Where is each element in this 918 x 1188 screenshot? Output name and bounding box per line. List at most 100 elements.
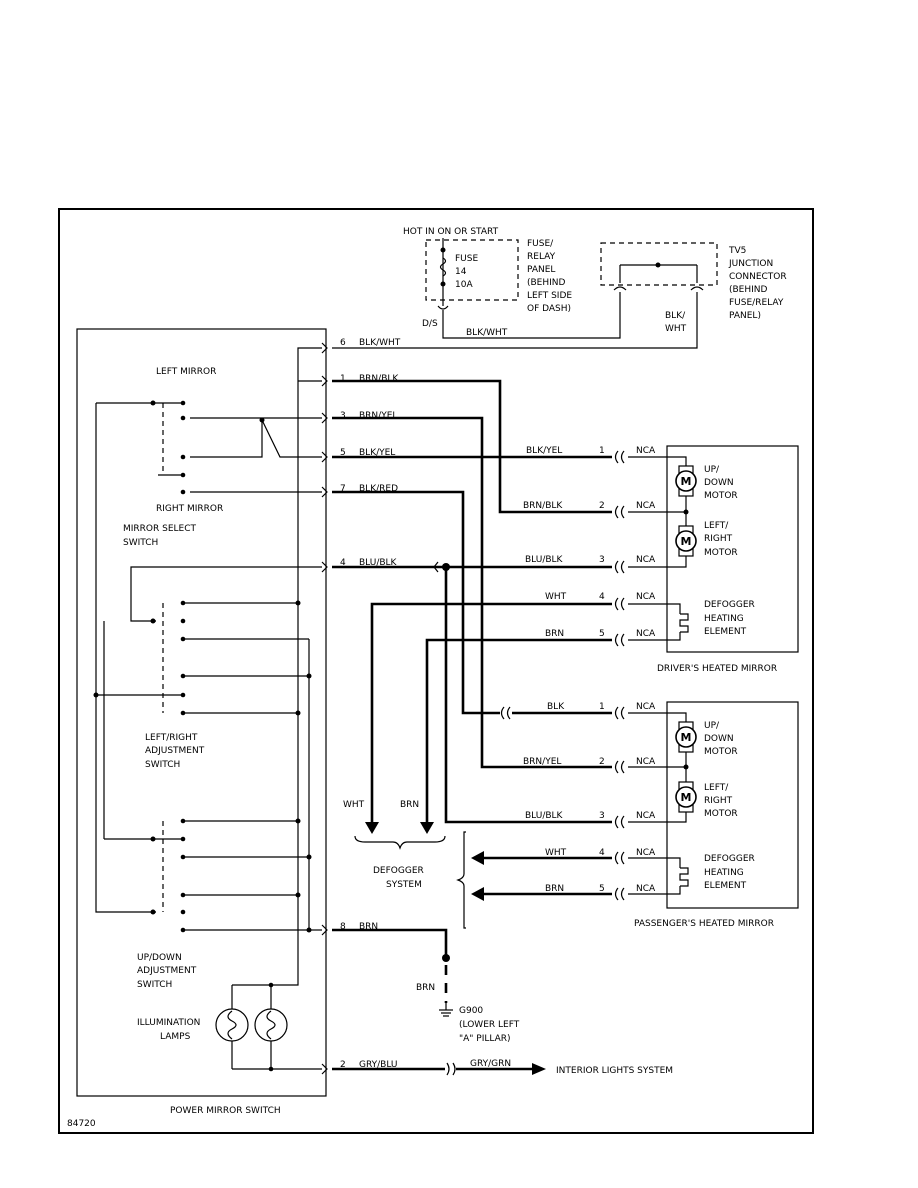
svg-text:ILLUMINATION: ILLUMINATION [137, 1018, 200, 1028]
svg-text:D/S: D/S [422, 319, 438, 329]
switch-connector-pins [321, 342, 328, 1075]
svg-text:SWITCH: SWITCH [123, 538, 158, 548]
svg-text:BRN/BLK: BRN/BLK [523, 501, 563, 511]
svg-text:INTERIOR LIGHTS SYSTEM: INTERIOR LIGHTS SYSTEM [556, 1066, 673, 1076]
svg-text:BRN: BRN [416, 983, 435, 993]
svg-text:HEATING: HEATING [704, 614, 744, 624]
svg-text:BLK/WHT: BLK/WHT [466, 328, 508, 338]
svg-text:DEFOGGER: DEFOGGER [704, 600, 755, 610]
svg-text:5: 5 [599, 884, 605, 894]
svg-text:(BEHIND: (BEHIND [527, 278, 566, 288]
svg-text:MOTOR: MOTOR [704, 548, 738, 558]
svg-text:1: 1 [599, 702, 605, 712]
left-right-adjustment-switch: LEFT/RIGHT ADJUSTMENT SWITCH [145, 600, 312, 770]
svg-text:DEFOGGER: DEFOGGER [373, 866, 424, 876]
drivers-heated-mirror: BLK/YEL BRN/BLK BLU/BLK WHT BRN 1 2 3 4 … [523, 445, 799, 674]
driver-up-down-motor-icon: M [675, 465, 697, 497]
svg-text:OF DASH): OF DASH) [527, 304, 571, 314]
svg-text:BLK/: BLK/ [665, 311, 686, 321]
svg-text:LEFT/: LEFT/ [704, 521, 729, 531]
up-down-adjustment-switch: UP/DOWN ADJUSTMENT SWITCH [137, 639, 312, 990]
svg-text:2: 2 [340, 1060, 346, 1070]
svg-text:BLK/YEL: BLK/YEL [526, 446, 562, 456]
driver-left-right-motor-icon: M [675, 525, 697, 557]
diagram-frame [58, 208, 814, 1134]
svg-text:3: 3 [599, 555, 605, 565]
svg-text:DOWN: DOWN [704, 734, 734, 744]
svg-text:2: 2 [599, 757, 605, 767]
svg-text:PANEL): PANEL) [729, 311, 761, 321]
svg-text:WHT: WHT [343, 800, 365, 810]
svg-text:BRN: BRN [545, 884, 564, 894]
svg-text:8: 8 [340, 922, 346, 932]
passenger-left-right-motor-icon: M [675, 781, 697, 813]
svg-text:RIGHT: RIGHT [704, 796, 733, 806]
power-mirror-switch-box [76, 328, 327, 1097]
mirror-connectors [614, 450, 625, 901]
svg-text:POWER MIRROR SWITCH: POWER MIRROR SWITCH [170, 1106, 281, 1116]
svg-text:LEFT/RIGHT: LEFT/RIGHT [145, 733, 198, 743]
svg-text:84720: 84720 [67, 1119, 96, 1129]
svg-text:G900: G900 [459, 1006, 483, 1016]
svg-text:NCA: NCA [636, 501, 656, 511]
driver-heating-element-icon [679, 613, 689, 633]
svg-text:CONNECTOR: CONNECTOR [729, 272, 787, 282]
svg-text:BLK/RED: BLK/RED [359, 484, 398, 494]
svg-text:1: 1 [599, 446, 605, 456]
svg-text:NCA: NCA [636, 446, 656, 456]
svg-text:ELEMENT: ELEMENT [704, 881, 747, 891]
svg-text:NCA: NCA [636, 629, 656, 639]
svg-text:NCA: NCA [636, 884, 656, 894]
svg-text:14: 14 [455, 267, 467, 277]
svg-text:SYSTEM: SYSTEM [386, 880, 422, 890]
svg-text:NCA: NCA [636, 757, 656, 767]
svg-text:MOTOR: MOTOR [704, 491, 738, 501]
svg-text:SWITCH: SWITCH [137, 980, 172, 990]
svg-text:BLK/WHT: BLK/WHT [359, 338, 401, 348]
svg-text:JUNCTION: JUNCTION [728, 259, 773, 269]
svg-text:ELEMENT: ELEMENT [704, 627, 747, 637]
svg-text:BRN: BRN [545, 629, 564, 639]
svg-text:BLK: BLK [547, 702, 565, 712]
svg-text:FUSE/RELAY: FUSE/RELAY [729, 298, 784, 308]
svg-text:GRY/GRN: GRY/GRN [470, 1059, 511, 1069]
svg-text:PASSENGER'S HEATED MIRROR: PASSENGER'S HEATED MIRROR [634, 919, 774, 929]
svg-text:4: 4 [599, 848, 605, 858]
mirror-select-switch: LEFT MIRROR RIGHT MIRROR MIRROR SELECT S… [123, 367, 223, 548]
svg-text:RIGHT MIRROR: RIGHT MIRROR [156, 504, 223, 514]
svg-text:FUSE: FUSE [455, 254, 478, 264]
svg-text:NCA: NCA [636, 592, 656, 602]
svg-text:BRN/YEL: BRN/YEL [523, 757, 561, 767]
svg-text:10A: 10A [455, 280, 473, 290]
svg-text:4: 4 [340, 558, 346, 568]
svg-text:BRN: BRN [359, 922, 378, 932]
svg-text:UP/DOWN: UP/DOWN [137, 953, 182, 963]
svg-text:NCA: NCA [636, 848, 656, 858]
svg-text:BLU/BLK: BLU/BLK [359, 558, 398, 568]
svg-text:WHT: WHT [545, 592, 567, 602]
svg-text:3: 3 [340, 411, 346, 421]
svg-text:MOTOR: MOTOR [704, 747, 738, 757]
svg-text:BLU/BLK: BLU/BLK [525, 555, 564, 565]
svg-text:WHT: WHT [665, 324, 687, 334]
svg-text:MIRROR SELECT: MIRROR SELECT [123, 524, 197, 534]
svg-text:RIGHT: RIGHT [704, 534, 733, 544]
svg-text:BRN/YEL: BRN/YEL [359, 411, 397, 421]
svg-text:UP/: UP/ [704, 721, 720, 731]
svg-text:LAMPS: LAMPS [160, 1032, 191, 1042]
svg-text:"A" PILLAR): "A" PILLAR) [459, 1034, 511, 1044]
svg-text:NCA: NCA [636, 555, 656, 565]
svg-text:M: M [681, 791, 692, 804]
svg-text:4: 4 [599, 592, 605, 602]
passenger-up-down-motor-icon: M [675, 721, 697, 753]
svg-text:ADJUSTMENT: ADJUSTMENT [137, 966, 197, 976]
svg-text:SWITCH: SWITCH [145, 760, 180, 770]
svg-text:(LOWER LEFT: (LOWER LEFT [459, 1020, 520, 1030]
svg-text:TV5: TV5 [728, 246, 746, 256]
svg-text:7: 7 [340, 484, 346, 494]
svg-text:NCA: NCA [636, 702, 656, 712]
svg-text:5: 5 [340, 448, 346, 458]
svg-text:UP/: UP/ [704, 465, 720, 475]
svg-text:PANEL: PANEL [527, 265, 555, 275]
illumination-lamps: ILLUMINATION LAMPS [137, 930, 299, 1072]
